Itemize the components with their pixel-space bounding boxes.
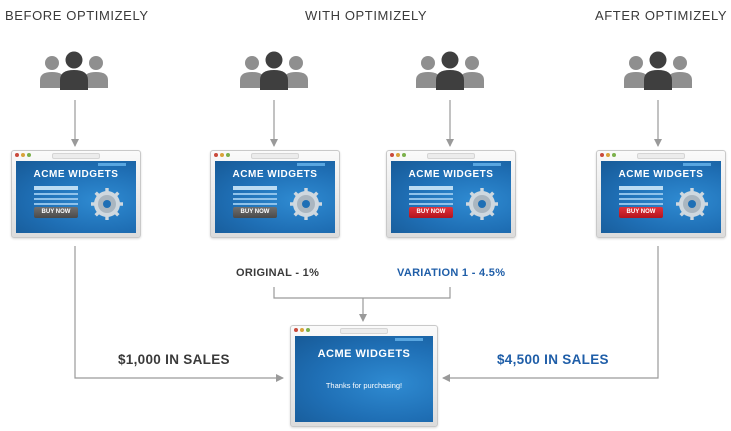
page-screen: ACME WIDGETS Thanks for purchasing! (295, 336, 433, 422)
text-lines (619, 186, 663, 208)
address-bar (251, 153, 299, 159)
heading-after: AFTER OPTIMIZELY (595, 8, 728, 23)
thanks-message: Thanks for purchasing! (325, 381, 403, 390)
nav-bar (98, 163, 126, 166)
buy-now-button: BUY NOW (619, 207, 663, 218)
buy-now-button: BUY NOW (233, 207, 277, 218)
heading-with: WITH OPTIMIZELY (305, 8, 428, 23)
page-screen: ACME WIDGETS BUY NOW (215, 161, 335, 233)
browser-chrome (597, 151, 725, 160)
nav-bar (473, 163, 501, 166)
people-icon (624, 51, 692, 90)
browser-chrome (291, 326, 437, 335)
screen-title: ACME WIDGETS (232, 169, 318, 180)
page-screen: ACME WIDGETS BUY NOW (391, 161, 511, 233)
people-icon (240, 51, 308, 90)
text-lines (409, 186, 453, 208)
sales-before-label: $1,000 IN SALES (118, 352, 230, 367)
text-lines (34, 186, 78, 208)
variation-result-label: VARIATION 1 - 4.5% (397, 267, 506, 279)
window-controls-icon (294, 328, 310, 332)
gear-icon (676, 188, 708, 220)
buy-now-button: BUY NOW (34, 207, 78, 218)
gear-icon (290, 188, 322, 220)
people-icon (416, 51, 484, 90)
buy-now-button: BUY NOW (409, 207, 453, 218)
browser-window-variation: ACME WIDGETS BUY NOW (386, 150, 516, 238)
address-bar (340, 328, 388, 334)
browser-chrome (12, 151, 140, 160)
gear-icon (91, 188, 123, 220)
window-controls-icon (214, 153, 230, 157)
page-screen: ACME WIDGETS BUY NOW (16, 161, 136, 233)
screen-title: ACME WIDGETS (33, 169, 119, 180)
people-icon (40, 51, 108, 90)
address-bar (52, 153, 100, 159)
nav-bar (395, 338, 423, 341)
nav-bar (297, 163, 325, 166)
merge-connector (273, 287, 451, 299)
nav-bar (683, 163, 711, 166)
window-controls-icon (390, 153, 406, 157)
browser-window-before: ACME WIDGETS BUY NOW (11, 150, 141, 238)
heading-before: BEFORE OPTIMIZELY (5, 8, 149, 23)
arrow-left-icon (442, 246, 659, 382)
original-result-label: ORIGINAL - 1% (236, 267, 320, 279)
screen-title: ACME WIDGETS (408, 169, 494, 180)
browser-window-original: ACME WIDGETS BUY NOW (210, 150, 340, 238)
address-bar (427, 153, 475, 159)
address-bar (637, 153, 685, 159)
browser-window-after: ACME WIDGETS BUY NOW (596, 150, 726, 238)
sales-after-label: $4,500 IN SALES (497, 352, 609, 367)
screen-title: ACME WIDGETS (317, 348, 411, 360)
text-lines (233, 186, 277, 208)
browser-window-confirmation: ACME WIDGETS Thanks for purchasing! (290, 325, 438, 427)
browser-chrome (211, 151, 339, 160)
window-controls-icon (600, 153, 616, 157)
page-screen: ACME WIDGETS BUY NOW (601, 161, 721, 233)
window-controls-icon (15, 153, 31, 157)
arrow-right-icon (74, 246, 284, 382)
gear-icon (466, 188, 498, 220)
screen-title: ACME WIDGETS (618, 169, 704, 180)
browser-chrome (387, 151, 515, 160)
